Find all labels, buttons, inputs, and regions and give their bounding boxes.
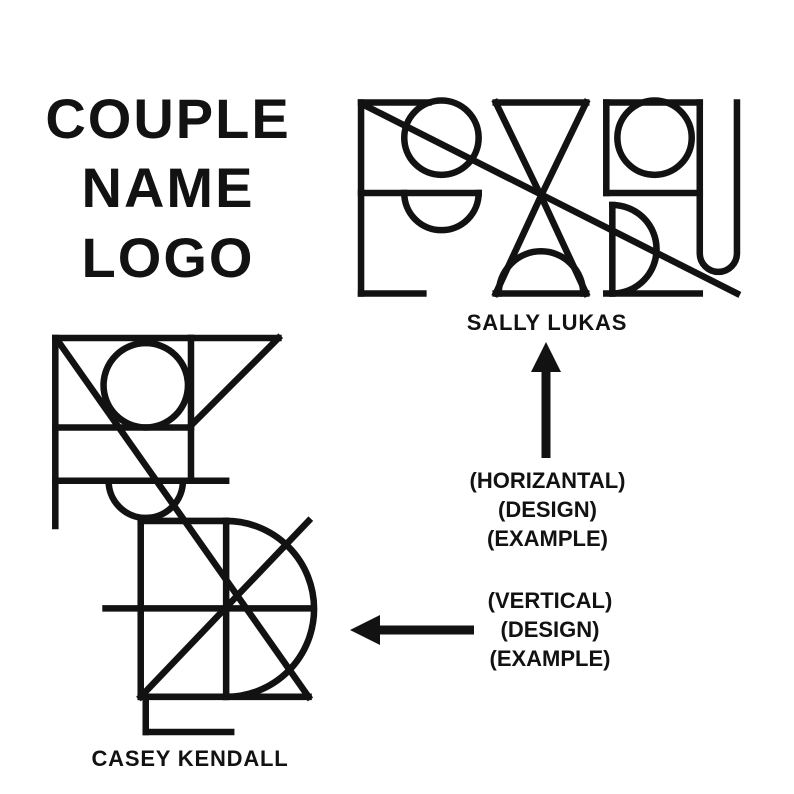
arrow-up-icon [531,342,561,458]
vertical-caption-line-1: (VERTICAL) [487,588,613,613]
page-title: COUPLE NAME LOGO [22,84,314,292]
title-line-2: NAME [81,156,255,220]
vertical-caption-line-2: (DESIGN) [500,617,600,643]
vertical-monogram-graphic [52,333,318,736]
horizontal-monogram-graphic [357,97,742,298]
vertical-caption: (VERTICAL) (DESIGN) (EXAMPLE) [435,586,665,673]
horizontal-caption-line-2: (DESIGN) [498,497,597,523]
vertical-caption-line-3: (EXAMPLE) [489,646,611,672]
title-line-1: COUPLE [45,87,291,150]
arrow-left-icon [350,615,474,645]
horizontal-caption-line-3: (EXAMPLE) [487,526,608,552]
horizontal-caption: (HORIZANTAL) (DESIGN) (EXAMPLE) [425,466,670,553]
horizontal-caption-line-1: (HORIZANTAL) [469,468,626,493]
horizontal-couple-name: SALLY LUKAS [466,310,628,335]
title-line-3: LOGO [81,225,255,289]
vertical-couple-name: CASEY KENDALL [91,746,289,771]
